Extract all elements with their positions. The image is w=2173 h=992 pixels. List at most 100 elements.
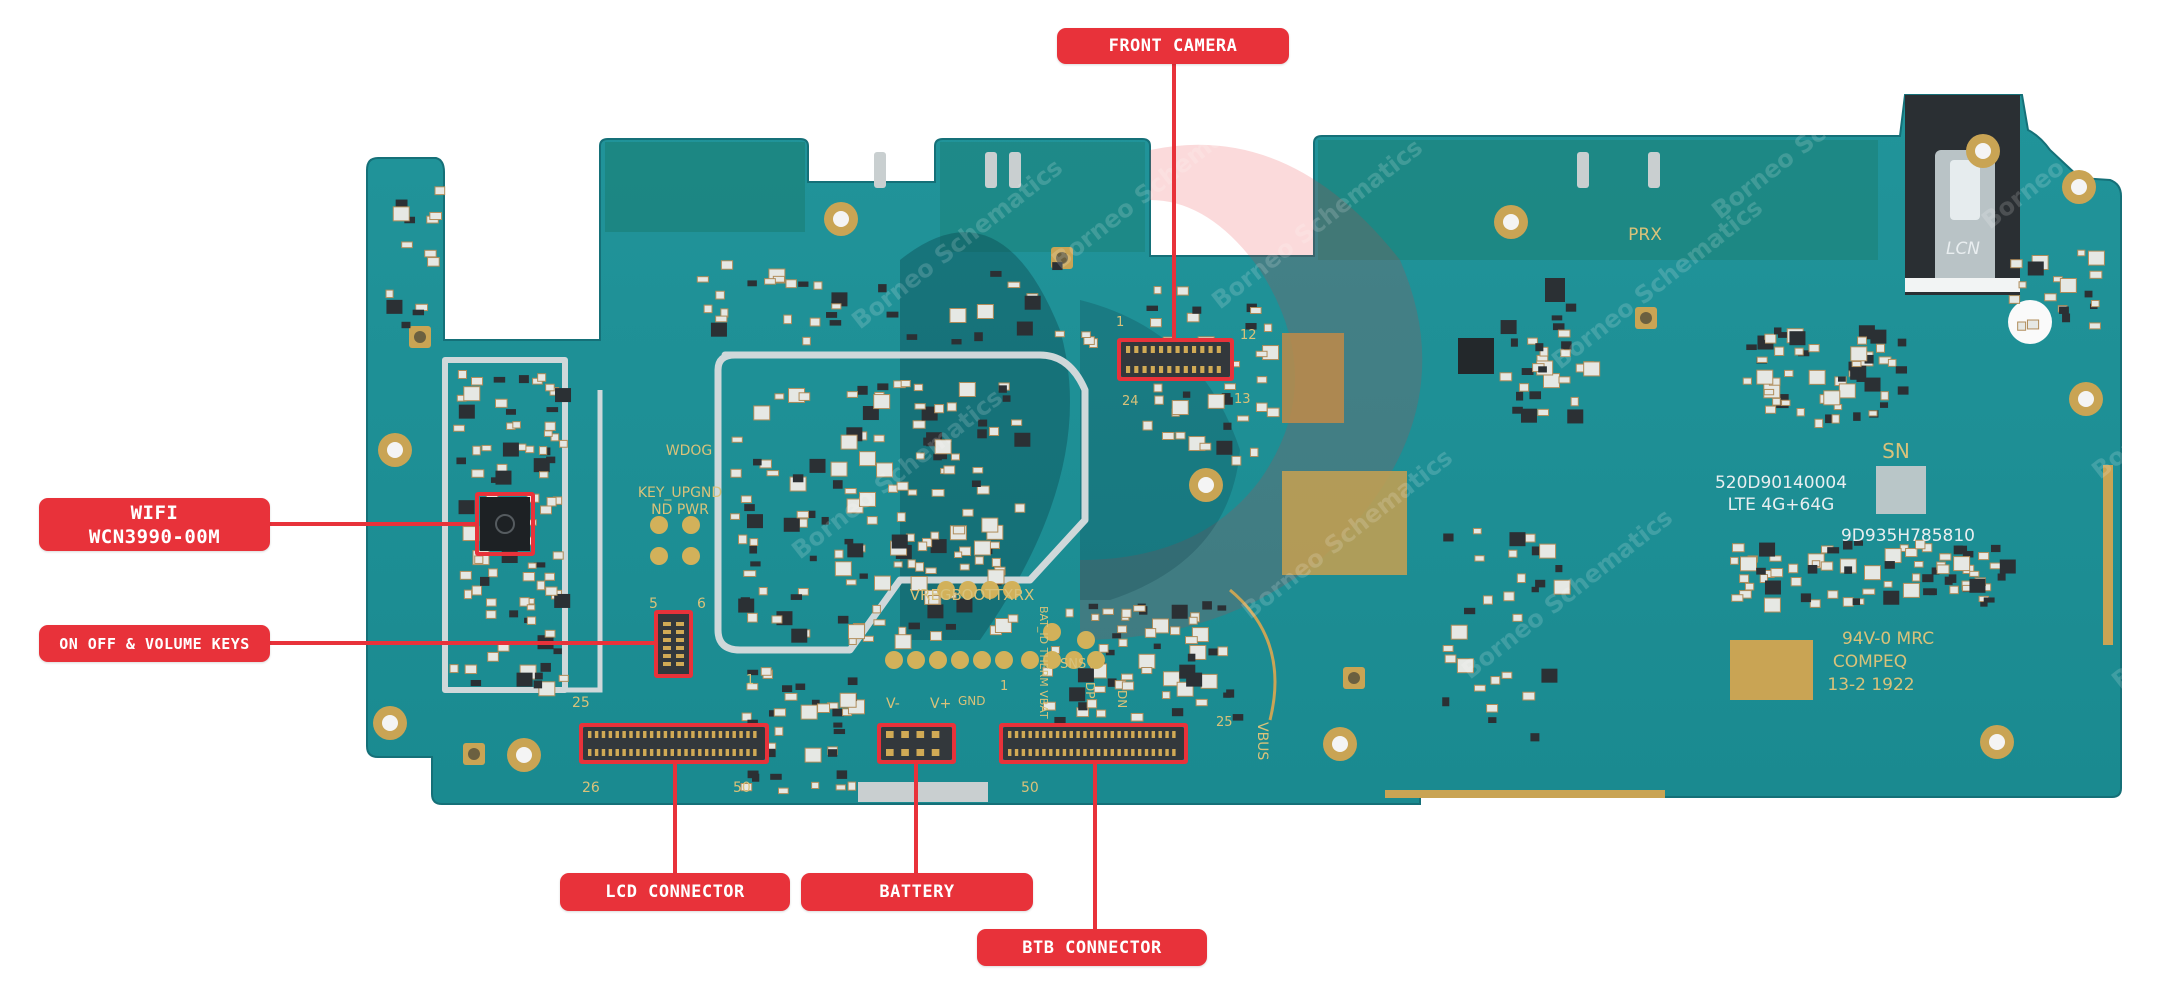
smd-component bbox=[1527, 337, 1538, 345]
connector-pin bbox=[691, 749, 695, 756]
connector-pin bbox=[615, 731, 619, 738]
smd-component bbox=[544, 629, 556, 638]
smd-component bbox=[912, 420, 926, 429]
smd-component bbox=[1565, 303, 1577, 312]
smd-component bbox=[847, 543, 864, 558]
connector-pin bbox=[677, 749, 681, 756]
smd-component bbox=[2059, 306, 2069, 314]
connector-pin bbox=[649, 731, 654, 738]
smd-component bbox=[913, 383, 924, 392]
rf-shield-outline bbox=[445, 390, 603, 693]
silk-key-upgnd: KEY_UPGND bbox=[638, 485, 722, 501]
smd-component bbox=[2027, 261, 2044, 276]
smd-component bbox=[1763, 388, 1775, 396]
smd-component bbox=[2018, 281, 2027, 289]
smd-component bbox=[1522, 691, 1536, 701]
connector-pin bbox=[1035, 749, 1039, 756]
connector-pin bbox=[622, 731, 626, 738]
smd-component bbox=[878, 284, 887, 293]
silk-bat-pins: BAT_ID THERM VBAT bbox=[1037, 606, 1050, 719]
smd-component bbox=[536, 580, 546, 591]
connector-pin bbox=[1208, 346, 1213, 353]
smd-component bbox=[873, 434, 885, 443]
smd-component bbox=[1141, 667, 1153, 675]
rf-connector-center bbox=[1640, 312, 1652, 324]
smd-component bbox=[1884, 561, 1895, 569]
smd-component bbox=[751, 773, 760, 782]
smd-component bbox=[907, 489, 918, 496]
front-camera-label-text: FRONT CAMERA bbox=[1108, 36, 1238, 56]
connector-pin bbox=[732, 731, 736, 738]
mounting-hole bbox=[2071, 179, 2087, 195]
smd-component bbox=[1731, 594, 1744, 602]
btb-connector-label-text: BTB CONNECTOR bbox=[1022, 937, 1162, 958]
smd-component bbox=[1207, 393, 1225, 409]
smd-component bbox=[1510, 338, 1518, 347]
smd-component bbox=[1870, 329, 1887, 344]
smd-component bbox=[540, 505, 552, 515]
smd-component bbox=[1171, 604, 1188, 619]
smd-component bbox=[401, 241, 413, 249]
smd-component bbox=[1763, 597, 1781, 613]
smd-component bbox=[1054, 330, 1065, 338]
smd-component bbox=[518, 375, 529, 384]
smd-component bbox=[720, 260, 734, 270]
smd-component bbox=[783, 314, 793, 325]
connector-pin bbox=[677, 731, 681, 738]
silk-manufacturer: COMPEQ bbox=[1833, 652, 1907, 672]
smd-component bbox=[847, 624, 865, 640]
pmic-shield-outline bbox=[714, 351, 1089, 654]
smd-component bbox=[1883, 580, 1893, 588]
mounting-hole bbox=[1975, 143, 1991, 159]
smd-component bbox=[1200, 673, 1218, 689]
smd-component bbox=[458, 500, 475, 515]
smd-component bbox=[809, 458, 826, 473]
connector-pin bbox=[676, 638, 684, 642]
smd-component bbox=[1224, 383, 1236, 390]
smd-component bbox=[1524, 533, 1536, 543]
smd-component bbox=[449, 664, 459, 674]
smd-component bbox=[1518, 383, 1530, 392]
connector-pin bbox=[1110, 731, 1115, 738]
smd-component bbox=[859, 573, 868, 579]
smd-component bbox=[1450, 624, 1468, 640]
connector-pin bbox=[615, 749, 619, 756]
smd-component bbox=[1552, 323, 1565, 331]
connector-pin bbox=[676, 646, 684, 650]
smd-component bbox=[946, 402, 957, 412]
silk-pin: 50 bbox=[733, 780, 751, 796]
smd-component bbox=[1202, 601, 1212, 610]
smd-component bbox=[943, 465, 956, 475]
smd-component bbox=[703, 304, 713, 314]
btb-connector-label: BTB CONNECTOR bbox=[977, 929, 1207, 966]
smd-component bbox=[832, 480, 843, 489]
smd-component bbox=[749, 538, 759, 546]
smd-component bbox=[1153, 286, 1162, 295]
smd-component bbox=[1516, 391, 1524, 401]
smd-component bbox=[1077, 668, 1094, 683]
smd-component bbox=[927, 604, 944, 619]
smd-component bbox=[1162, 671, 1180, 687]
smd-component bbox=[759, 459, 772, 469]
smd-component bbox=[921, 406, 938, 421]
smd-component bbox=[471, 376, 484, 386]
smd-component bbox=[538, 446, 548, 455]
keys-connector-highlight bbox=[654, 610, 693, 678]
lcd-connector-label-text: LCD CONNECTOR bbox=[605, 882, 745, 902]
smd-component bbox=[1790, 577, 1802, 587]
connector-pin bbox=[601, 731, 606, 738]
smd-component bbox=[554, 593, 571, 608]
connector-pin bbox=[1008, 731, 1012, 738]
connector-pin bbox=[670, 749, 674, 756]
smd-component bbox=[1781, 399, 1791, 406]
smd-component bbox=[844, 488, 857, 495]
smd-component bbox=[1538, 366, 1547, 373]
test-pad bbox=[1065, 651, 1083, 669]
smd-component bbox=[1756, 369, 1774, 385]
smd-component bbox=[1444, 654, 1457, 664]
connector-pin bbox=[663, 646, 671, 650]
smd-component bbox=[1223, 692, 1231, 698]
smd-component bbox=[1146, 305, 1158, 311]
smd-component bbox=[1944, 576, 1953, 585]
